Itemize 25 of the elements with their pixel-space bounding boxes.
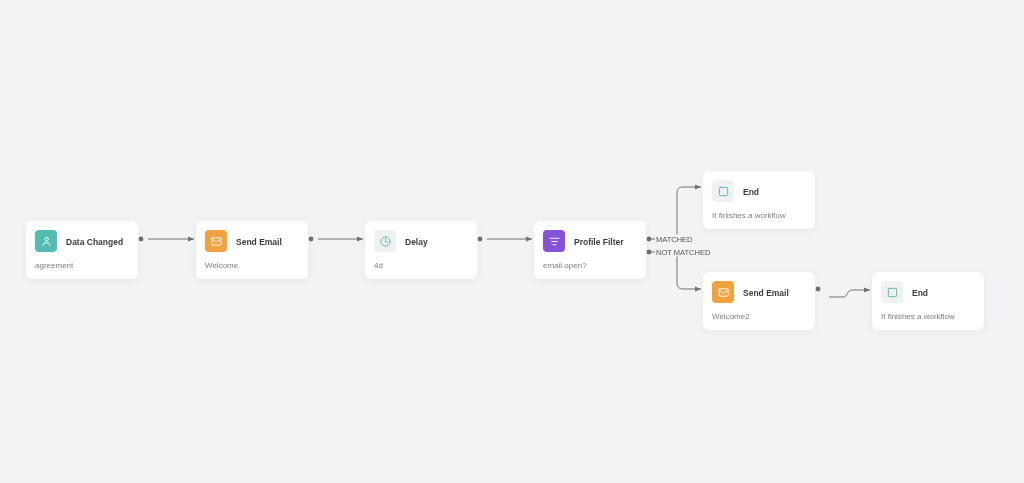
step-card: [703, 171, 815, 229]
node-title: Profile Filter: [574, 236, 624, 248]
node-title: End: [743, 186, 760, 198]
node-subtitle: agreement: [35, 260, 74, 272]
arrow: [828, 287, 871, 298]
step-card: [365, 221, 477, 279]
step-card: [703, 272, 815, 330]
arrow: [147, 236, 195, 242]
step-card: [196, 221, 308, 279]
node-title: Delay: [405, 236, 428, 248]
node-subtitle: It finishes a workflow: [712, 210, 786, 222]
node-title: Send Email: [236, 236, 282, 248]
node-subtitle: Welcome2: [712, 311, 750, 323]
node-subtitle: It finishes a workflow: [881, 311, 955, 323]
node-subtitle: 4d: [374, 260, 383, 272]
node-subtitle: email open?: [543, 260, 587, 272]
node-title: Data Changed: [66, 236, 124, 248]
step-card: [872, 272, 984, 330]
step-card: [26, 221, 138, 279]
arrow: [317, 236, 364, 242]
node-subtitle: Welcome: [205, 260, 239, 272]
node-title: End: [912, 287, 929, 299]
step-card: [534, 221, 646, 279]
arrow: [486, 236, 533, 242]
node-title: Send Email: [743, 287, 789, 299]
